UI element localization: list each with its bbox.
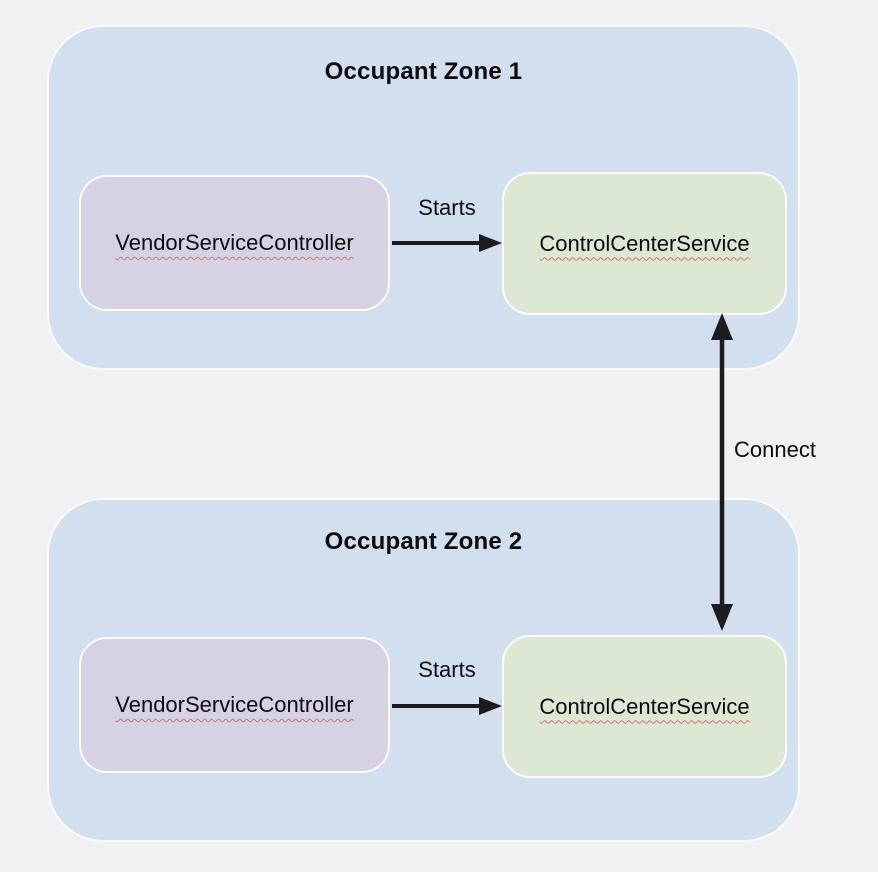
vendor-service-controller-node: VendorServiceController [79, 637, 390, 773]
node-label: ControlCenterService [539, 693, 750, 719]
vendor-service-controller-node: VendorServiceController [79, 175, 390, 311]
occupant-zone-1-container: Occupant Zone 1 VendorServiceController … [47, 25, 800, 370]
starts-arrow [392, 234, 502, 252]
node-label: ControlCenterService [539, 230, 750, 256]
starts-arrow [392, 697, 502, 715]
zone-title: Occupant Zone 2 [324, 528, 523, 555]
node-label: VendorServiceController [115, 692, 354, 717]
control-center-service-node: ControlCenterService [502, 172, 787, 315]
control-center-service-node: ControlCenterService [502, 635, 787, 778]
node-label: VendorServiceController [115, 230, 354, 255]
connect-edge-label: Connect [734, 437, 816, 462]
connect-arrow [711, 313, 733, 631]
starts-edge-label: Starts [418, 195, 476, 220]
zone-title: Occupant Zone 1 [324, 58, 523, 85]
occupant-zone-2-container: Occupant Zone 2 VendorServiceController … [47, 498, 800, 842]
starts-edge-label: Starts [418, 657, 476, 682]
